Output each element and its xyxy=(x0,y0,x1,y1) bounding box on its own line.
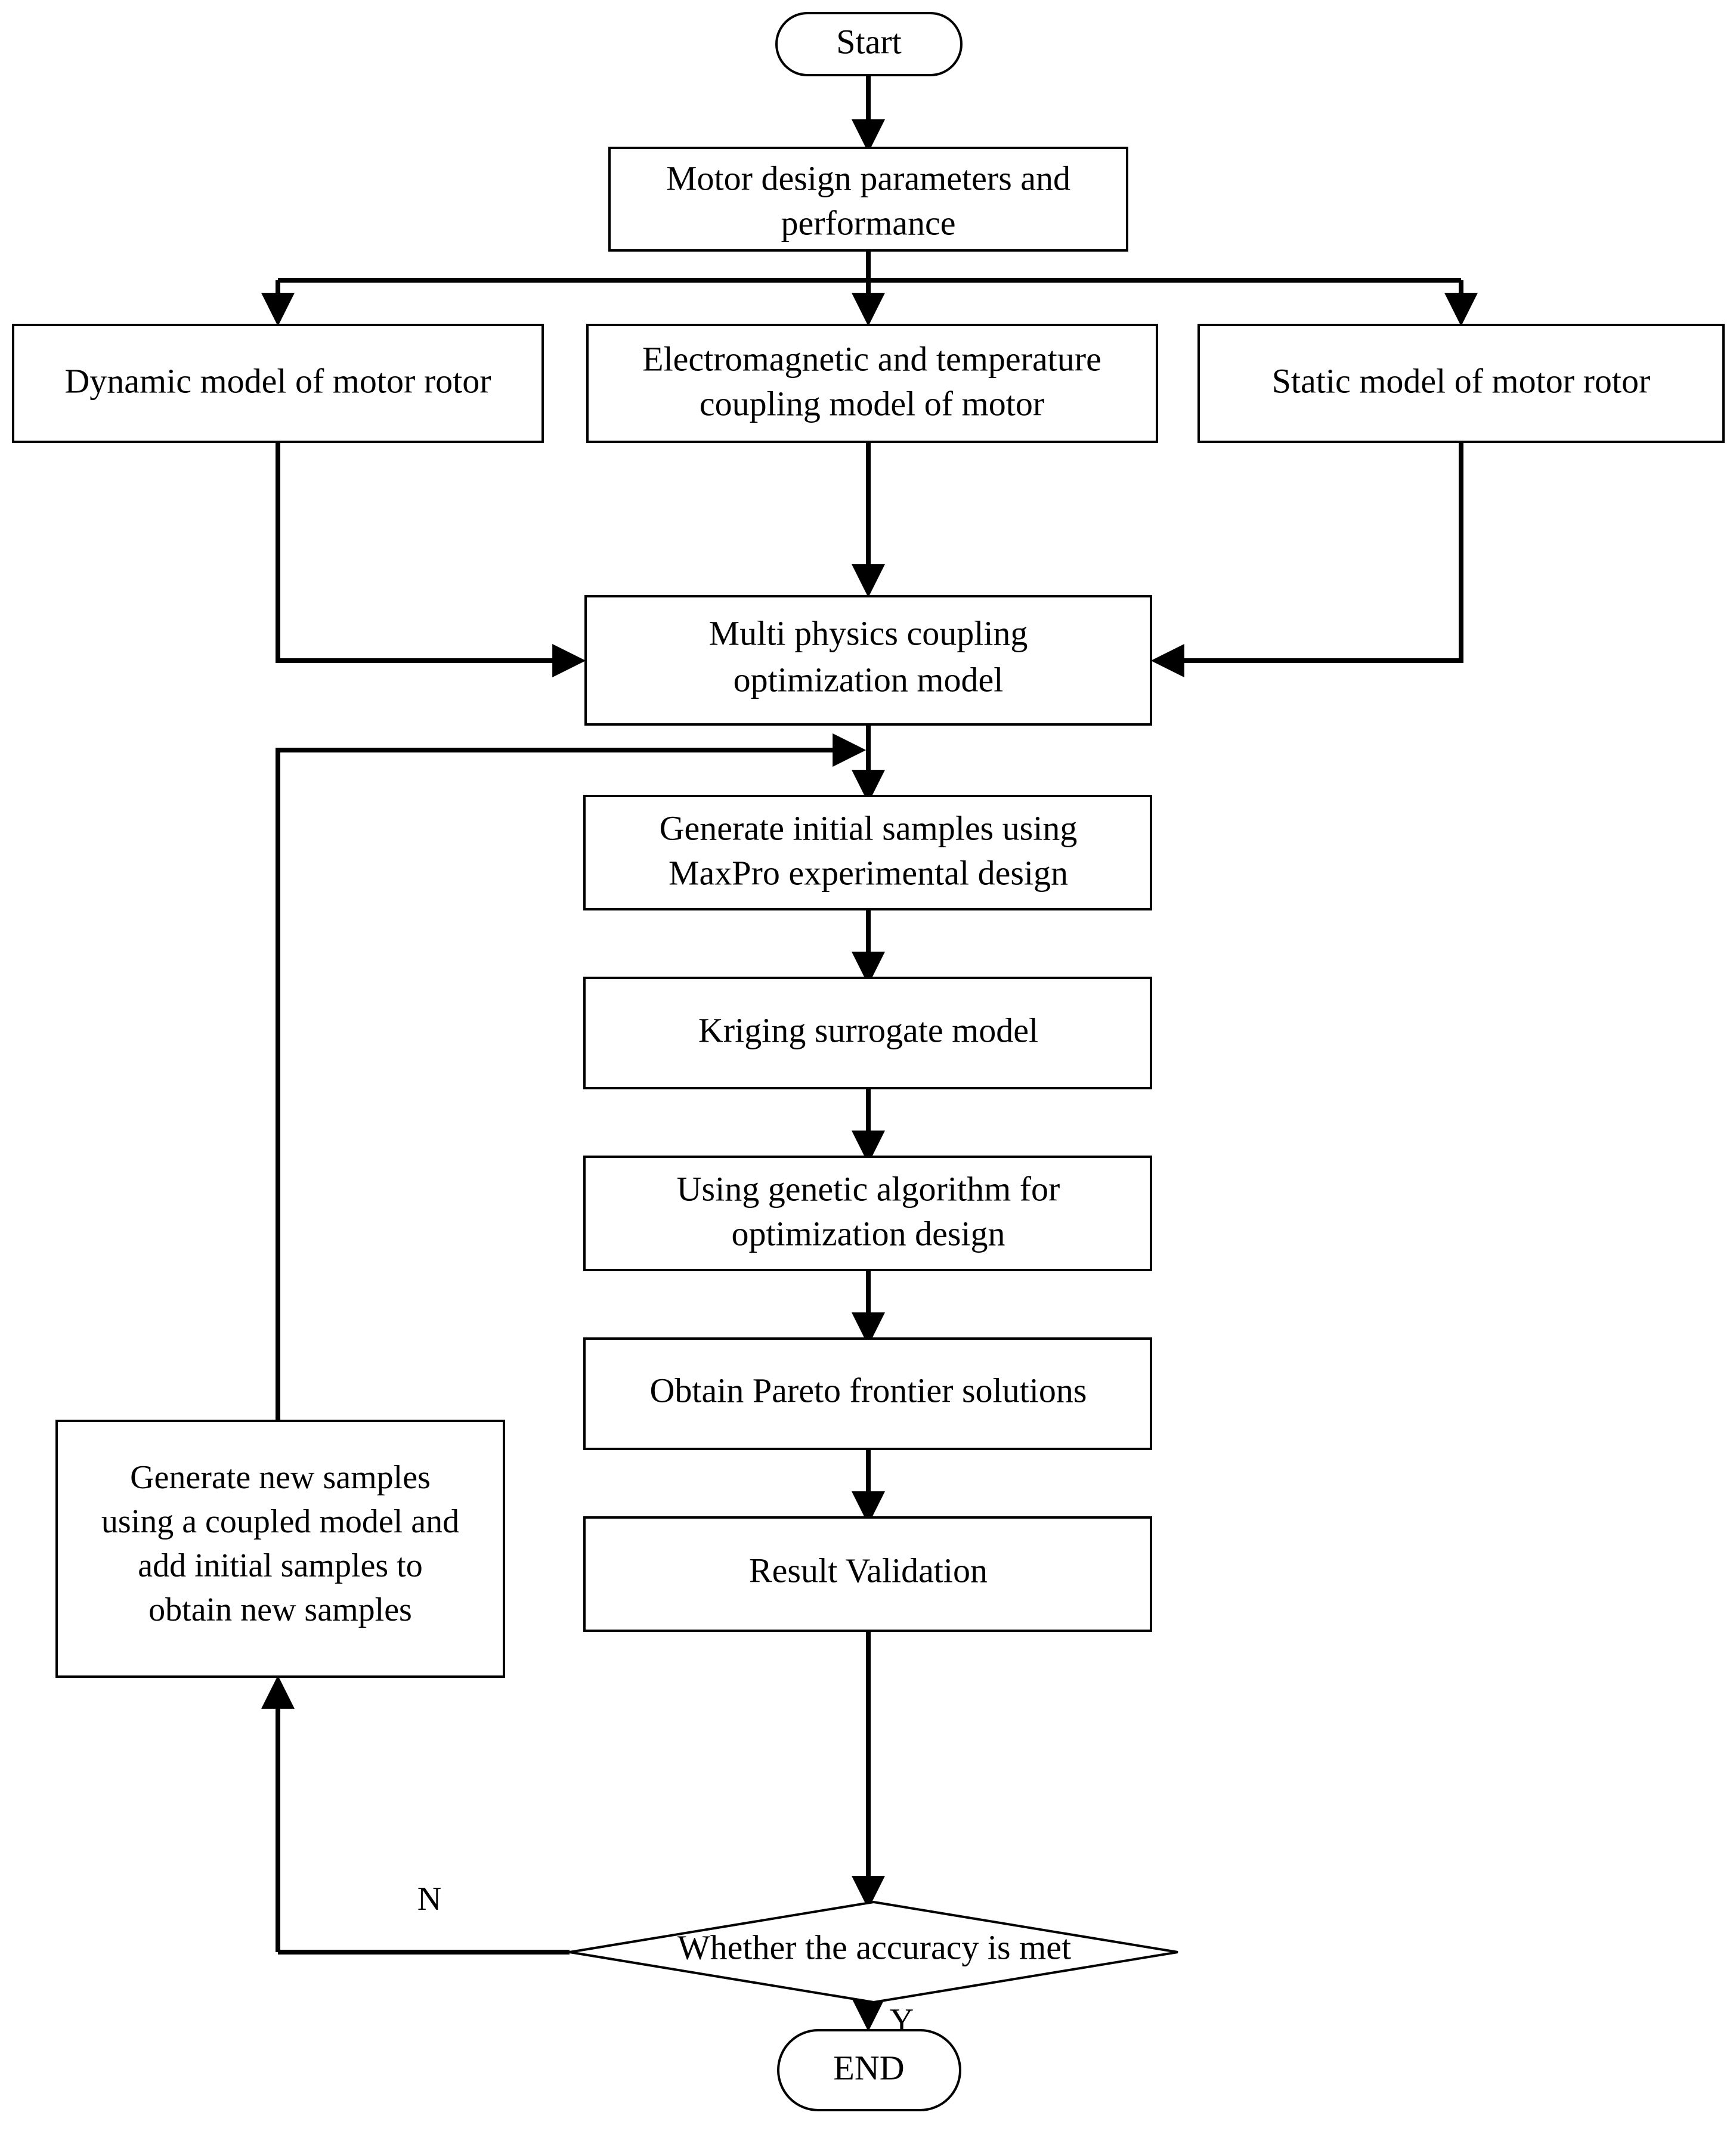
result-validation-label: Result Validation xyxy=(749,1551,988,1590)
new-samples-shape xyxy=(55,1420,505,1678)
node-pareto[interactable]: Obtain Pareto frontier solutions xyxy=(583,1337,1152,1450)
new-samples-label-line4: obtain new samples xyxy=(148,1591,412,1628)
em-temp-model-shape xyxy=(586,324,1158,443)
node-result-validation[interactable]: Result Validation xyxy=(583,1516,1152,1632)
edge-dynamic-model-to-multi-physics xyxy=(276,441,586,677)
genetic-algorithm-label-line2: optimization design xyxy=(731,1214,1005,1253)
em-temp-model-label-line2: coupling model of motor xyxy=(700,384,1044,423)
motor-params-label-line1: Motor design parameters and xyxy=(666,159,1070,197)
end-label: END xyxy=(833,2048,904,2087)
initial-samples-label-line2: MaxPro experimental design xyxy=(669,853,1068,892)
new-samples-label-line2: using a coupled model and xyxy=(101,1503,459,1540)
result-validation-shape xyxy=(583,1516,1152,1632)
dynamic-model-shape xyxy=(12,324,544,443)
static-model-shape xyxy=(1197,324,1725,443)
node-initial-samples[interactable]: Generate initial samples using MaxPro ex… xyxy=(583,795,1152,910)
em-temp-model-label-line1: Electromagnetic and temperature xyxy=(642,339,1101,378)
node-multi-physics[interactable]: Multi physics coupling optimization mode… xyxy=(584,595,1152,726)
node-accuracy-decision[interactable]: Whether the accuracy is met xyxy=(569,1900,1178,2004)
multi-physics-shape xyxy=(584,595,1152,726)
node-end[interactable]: END xyxy=(777,2029,961,2111)
node-static-model[interactable]: Static model of motor rotor xyxy=(1197,324,1725,443)
multi-physics-label-line1: Multi physics coupling xyxy=(709,614,1028,652)
node-new-samples[interactable]: Generate new samples using a coupled mod… xyxy=(55,1420,505,1678)
multi-physics-label-line2: optimization model xyxy=(734,660,1004,699)
end-shape xyxy=(777,2029,961,2111)
initial-samples-label-line1: Generate initial samples using xyxy=(660,809,1078,847)
initial-samples-shape xyxy=(583,795,1152,910)
new-samples-label-line1: Generate new samples xyxy=(130,1459,431,1496)
genetic-algorithm-label-line1: Using genetic algorithm for xyxy=(677,1169,1060,1208)
pareto-shape xyxy=(583,1337,1152,1450)
new-samples-label-line3: add initial samples to xyxy=(138,1547,422,1584)
genetic-algorithm-shape xyxy=(583,1156,1152,1271)
pareto-label: Obtain Pareto frontier solutions xyxy=(650,1371,1087,1410)
motor-params-shape xyxy=(608,147,1128,252)
edge-new-samples-feedback-riser xyxy=(276,733,867,1421)
accuracy-decision-label: Whether the accuracy is met xyxy=(677,1928,1071,1966)
node-motor-params[interactable]: Motor design parameters and performance xyxy=(608,147,1128,252)
no-branch-label: N xyxy=(417,1881,441,1918)
node-start[interactable]: Start xyxy=(775,12,963,76)
node-kriging[interactable]: Kriging surrogate model xyxy=(583,977,1152,1089)
accuracy-decision-shape xyxy=(569,1900,1178,2004)
kriging-shape xyxy=(583,977,1152,1089)
node-dynamic-model[interactable]: Dynamic model of motor rotor xyxy=(12,324,544,443)
node-em-temp-model[interactable]: Electromagnetic and temperature coupling… xyxy=(586,324,1158,443)
start-label: Start xyxy=(836,22,902,61)
edge-static-model-to-multi-physics xyxy=(1150,441,1463,677)
static-model-label: Static model of motor rotor xyxy=(1272,361,1651,400)
dynamic-model-label: Dynamic model of motor rotor xyxy=(64,361,491,400)
motor-params-label-line2: performance xyxy=(781,203,955,242)
kriging-label: Kriging surrogate model xyxy=(698,1011,1038,1049)
start-shape xyxy=(775,12,963,76)
node-genetic-algorithm[interactable]: Using genetic algorithm for optimization… xyxy=(583,1156,1152,1271)
